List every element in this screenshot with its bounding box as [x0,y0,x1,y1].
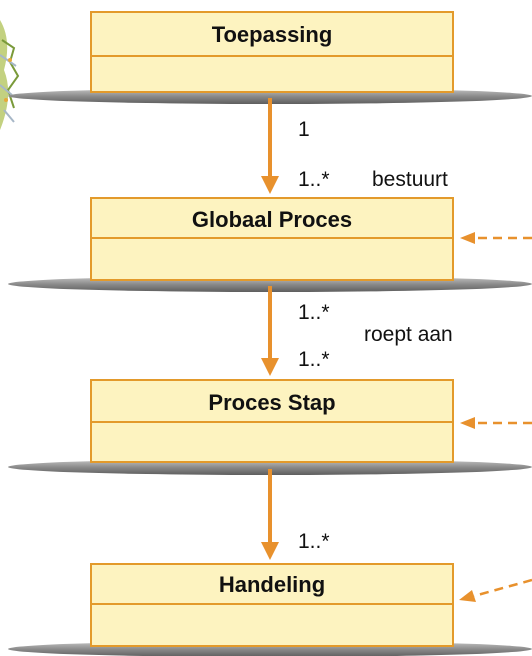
multiplicity-target-3: 1..* [298,530,330,553]
class-handeling: Handeling [90,563,454,647]
class-name-toepassing: Toepassing [212,22,333,47]
multiplicity-source-1: 1 [298,118,310,141]
multiplicity-source-2: 1..* [298,301,330,324]
association-label-1: bestuurt [372,168,448,191]
association-arrow-1 [261,98,279,194]
dashed-arrow-globaal-proces [460,232,532,244]
association-arrow-3 [261,469,279,560]
association-label-2: roept aan [364,323,453,346]
class-toepassing: Toepassing [90,11,454,93]
class-name-handeling: Handeling [219,572,325,597]
dashed-arrow-proces-stap [460,417,532,429]
multiplicity-target-2: 1..* [298,348,330,371]
plant-decoration-icon [0,20,20,130]
dashed-arrow-handeling [459,578,532,602]
class-globaal-proces: Globaal Proces [90,197,454,281]
class-name-proces-stap: Proces Stap [208,390,335,415]
class-name-globaal-proces: Globaal Proces [192,207,352,232]
class-proces-stap: Proces Stap [90,379,454,463]
multiplicity-target-1: 1..* [298,168,330,191]
association-arrow-2 [261,286,279,376]
